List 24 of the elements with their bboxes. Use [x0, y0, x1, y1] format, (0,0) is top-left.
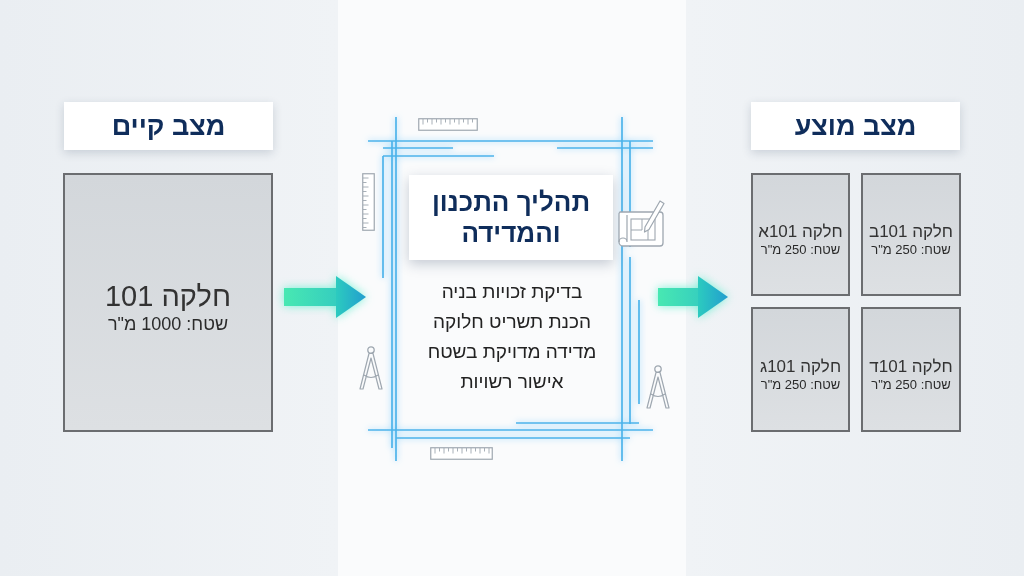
step-text: בדיקת זכויות בניה — [441, 280, 583, 304]
parcel-area: שטח: 250 מ"ר — [760, 241, 841, 258]
parcel-name: חלקה 101ב — [868, 221, 954, 242]
parcel-box — [63, 173, 273, 432]
parcel-name: חלקה 101א — [758, 221, 843, 242]
parcel-box — [861, 307, 961, 432]
step-text: מדידה מדויקת בשטח — [427, 340, 597, 364]
parcel-box — [861, 173, 961, 296]
parcel-box — [751, 307, 850, 432]
parcel-name: חלקה 101 — [104, 278, 232, 313]
parcel-name: חלקה 101ג — [759, 356, 842, 377]
parcel-name: חלקה 101ד — [869, 356, 953, 377]
parcel-area: שטח: 250 מ"ר — [760, 376, 841, 393]
parcel-area: שטח: 250 מ"ר — [871, 376, 951, 393]
section-heading: מצב קיים — [64, 102, 273, 150]
parcel-box — [751, 173, 850, 296]
arrow — [658, 276, 728, 318]
parcel-area: שטח: 250 מ"ר — [871, 241, 951, 258]
step-text: הכנת תשריט חלוקה — [433, 310, 591, 334]
arrow — [284, 276, 366, 318]
section-heading: מצב מוצע — [751, 102, 960, 150]
title-card: תהליך התכנון והמדידה — [409, 175, 613, 260]
step-text: אישור רשויות — [460, 370, 564, 394]
parcel-area: שטח: 1000 מ"ר — [107, 312, 229, 335]
